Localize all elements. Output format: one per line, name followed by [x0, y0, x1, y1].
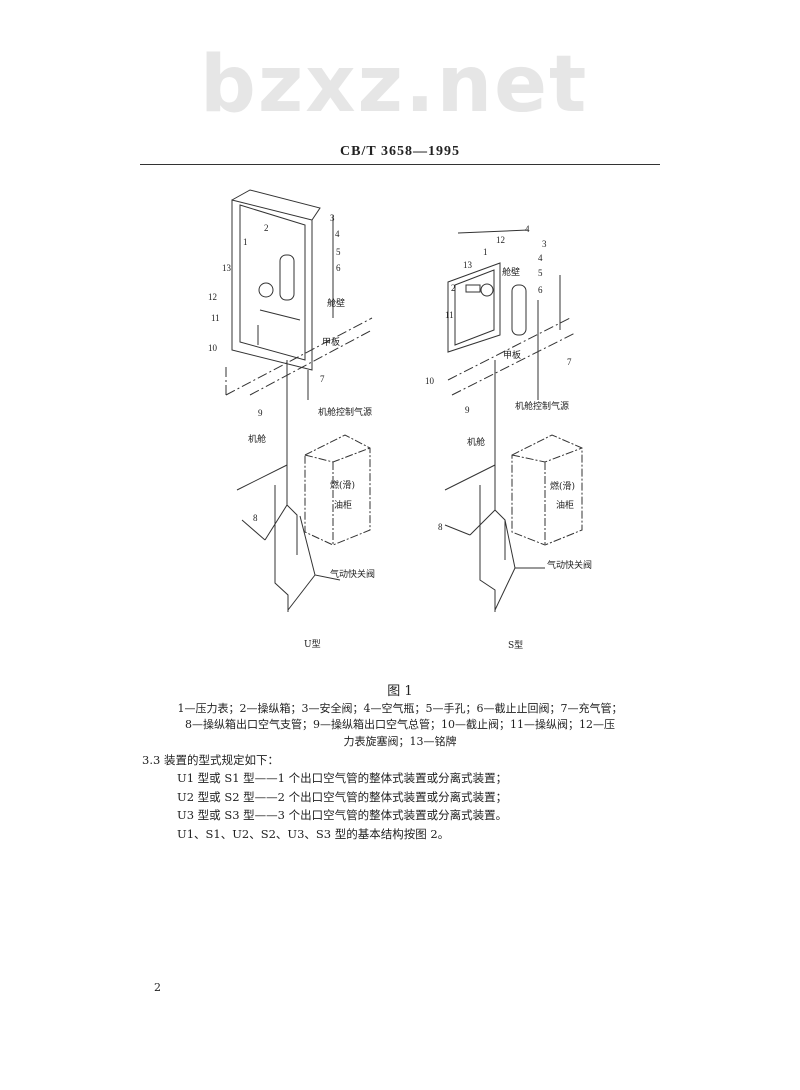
callout-number: 8: [438, 522, 443, 532]
header-rule: [140, 164, 660, 165]
quick-valve-label: 气动快关阀: [547, 561, 593, 571]
callout-number: 5: [538, 268, 543, 278]
air-source-label: 机舱控制气源: [515, 402, 570, 412]
callout-number: 1: [483, 247, 488, 257]
engine-room-label: 机舱: [467, 438, 486, 448]
callout-number: 12: [208, 292, 217, 302]
diagram-s-type: [444, 229, 583, 612]
callout-number: 4: [538, 253, 543, 263]
air-source-label: 机舱控制气源: [318, 408, 373, 418]
bulkhead-label: 舱壁: [502, 268, 521, 278]
callout-number: 4: [335, 229, 340, 239]
diagram-type-label: S型: [508, 641, 524, 651]
callout-number: 3: [542, 239, 547, 249]
callout-number: 11: [445, 310, 454, 320]
section-item: U1、S1、U2、S2、U3、S3 型的基本结构按图 2。: [177, 827, 450, 841]
tank-label: 油柜: [556, 501, 575, 511]
callout-number: 7: [320, 374, 325, 384]
figure-title: 图 1: [387, 684, 413, 699]
callout-number: 3: [330, 213, 335, 223]
callout-number: 10: [425, 376, 434, 386]
figure-legend-line: 1—压力表；2—操纵箱；3—安全阀；4—空气瓶；5—手孔；6—截止止回阀；7—充…: [177, 702, 623, 715]
callout-number: 13: [463, 260, 472, 270]
callout-number: 9: [258, 408, 263, 418]
section-item: U2 型或 S2 型——2 个出口空气管的整体式装置或分离式装置；: [177, 790, 508, 804]
diagram-u-type: [225, 189, 373, 612]
callout-number: 13: [222, 263, 231, 273]
callout-number: 5: [336, 247, 341, 257]
watermark: bzxz.net: [200, 40, 589, 130]
callout-number: 7: [567, 357, 572, 367]
callout-number: 10: [208, 343, 217, 353]
engine-room-label: 机舱: [248, 435, 267, 445]
standard-header: CB/T 3658—1995: [340, 144, 460, 159]
callout-number: 11: [211, 313, 220, 323]
figure-legend-line: 力表旋塞阀；13—铭牌: [343, 735, 457, 748]
figure-legend-line: 8—操纵箱出口空气支管；9—操纵箱出口空气总管；10—截止阀；11—操纵阀；12…: [185, 718, 615, 731]
callout-number: 6: [538, 285, 543, 295]
callout-number: 1: [243, 237, 248, 247]
section-heading: 3.3 装置的型式规定如下：: [142, 753, 279, 767]
callout-number: 6: [336, 263, 341, 273]
callout-number: 2: [264, 223, 269, 233]
tank-label: 燃(滑): [550, 482, 576, 492]
callout-number: 2: [451, 283, 456, 293]
callout-number: 8: [253, 513, 258, 523]
quick-valve-label: 气动快关阀: [330, 570, 376, 580]
callout-number: 12: [496, 235, 505, 245]
deck-label: 甲板: [503, 351, 522, 361]
callout-number: 4: [525, 224, 530, 234]
deck-label: 甲板: [322, 338, 341, 348]
section-item: U1 型或 S1 型——1 个出口空气管的整体式装置或分离式装置；: [177, 771, 508, 785]
diagram-type-label: U型: [304, 640, 321, 650]
callout-number: 9: [465, 405, 470, 415]
page-number: 2: [154, 981, 161, 994]
tank-label: 油柜: [334, 501, 353, 511]
bulkhead-label: 舱壁: [327, 299, 346, 309]
tank-label: 燃(滑): [330, 481, 356, 491]
section-item: U3 型或 S3 型——3 个出口空气管的整体式装置或分离式装置。: [177, 808, 508, 822]
